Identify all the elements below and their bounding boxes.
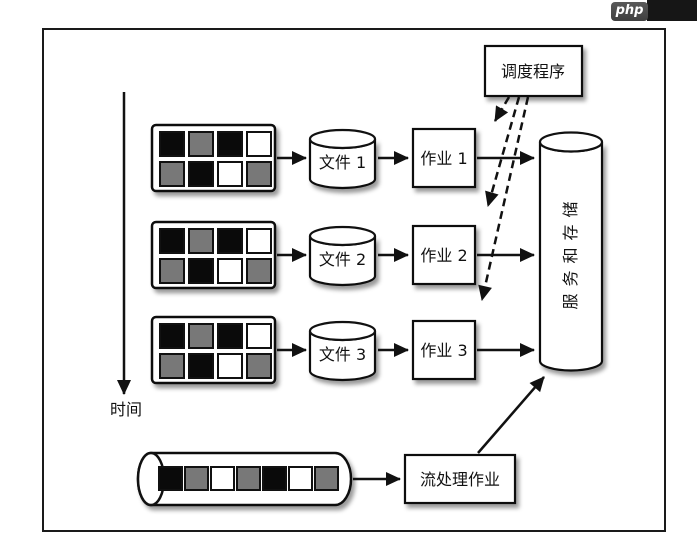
data-block-white xyxy=(217,161,243,187)
job-box-3 xyxy=(411,319,477,381)
batch-row-2: 文件 2 作业 2 xyxy=(150,220,535,290)
data-block-black xyxy=(159,323,185,349)
data-block-white xyxy=(246,131,272,157)
scheduler-label: 调度程序 xyxy=(501,62,565,81)
batch-row-3: 文件 3 作业 3 xyxy=(150,315,535,385)
data-block-gray xyxy=(188,228,214,254)
data-block-white xyxy=(288,466,313,491)
data-block-white xyxy=(217,258,243,284)
data-block-black xyxy=(159,228,185,254)
php-watermark-badge: php xyxy=(611,2,648,21)
job-box-2 xyxy=(411,224,477,286)
file-cylinder-top-3 xyxy=(308,320,377,342)
data-block-white xyxy=(246,228,272,254)
dashed-arrow-scheduler-to-job-1 xyxy=(493,96,511,122)
job-box-1 xyxy=(411,127,477,189)
data-blocks-grid-3 xyxy=(159,323,272,379)
data-block-gray xyxy=(188,131,214,157)
file-cylinder-top-2 xyxy=(308,225,377,247)
data-block-black xyxy=(217,323,243,349)
file-label-2: 文件 2 xyxy=(319,250,366,269)
data-block-gray xyxy=(246,161,272,187)
data-block-gray xyxy=(188,323,214,349)
time-axis: 时间 xyxy=(110,92,142,419)
stream-job-label: 流处理作业 xyxy=(420,470,500,489)
stream-job-box xyxy=(403,453,517,505)
data-blocks-grid-2 xyxy=(159,228,272,284)
data-block-black xyxy=(188,161,214,187)
data-blocks-grid-1 xyxy=(159,131,272,187)
data-block-gray xyxy=(159,353,185,379)
file-label-3: 文件 3 xyxy=(319,345,366,364)
stream-blocks xyxy=(158,466,339,491)
scheduler: 调度程序 xyxy=(478,44,584,301)
data-block-white xyxy=(210,466,235,491)
data-block-gray xyxy=(246,258,272,284)
job-label-2: 作业 2 xyxy=(420,246,467,265)
data-block-white xyxy=(246,323,272,349)
watermark-bar xyxy=(647,0,697,21)
data-block-black xyxy=(158,466,183,491)
data-block-black xyxy=(217,131,243,157)
dashed-arrow-scheduler-to-job-2 xyxy=(485,96,521,207)
scheduler-box xyxy=(483,44,584,98)
data-block-gray xyxy=(236,466,261,491)
data-block-black xyxy=(188,353,214,379)
data-block-gray xyxy=(159,258,185,284)
data-block-gray xyxy=(184,466,209,491)
data-block-black xyxy=(159,131,185,157)
storage-label: 服务和存储 xyxy=(561,194,580,309)
data-block-gray xyxy=(159,161,185,187)
data-block-black xyxy=(188,258,214,284)
data-block-black xyxy=(217,228,243,254)
data-block-gray xyxy=(314,466,339,491)
arrow-streamjob-to-storage xyxy=(477,376,545,454)
data-block-white xyxy=(217,353,243,379)
data-block-black xyxy=(262,466,287,491)
time-label: 时间 xyxy=(110,400,142,419)
storage-cylinder-top xyxy=(538,131,604,153)
storage-cylinder: 服务和存储 xyxy=(538,131,604,372)
dashed-arrow-scheduler-to-job-3 xyxy=(478,96,530,301)
file-label-1: 文件 1 xyxy=(319,153,366,172)
data-block-gray xyxy=(246,353,272,379)
job-label-1: 作业 1 xyxy=(420,149,467,168)
stream-row: 流处理作业 xyxy=(136,376,545,507)
job-label-3: 作业 3 xyxy=(420,341,467,360)
file-cylinder-top-1 xyxy=(308,128,377,150)
batch-row-1: 文件 1 作业 1 xyxy=(150,123,535,193)
